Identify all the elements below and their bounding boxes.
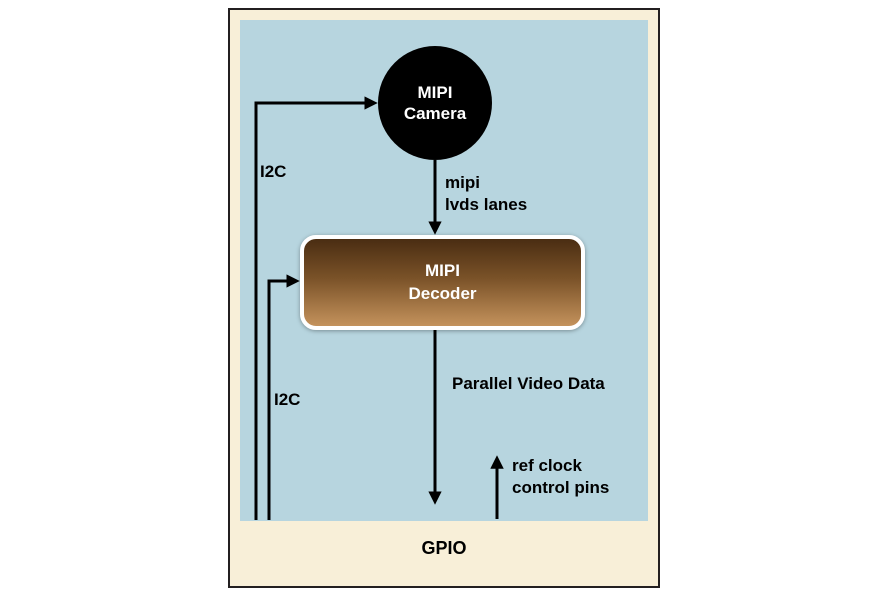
- mipi-lanes-line2: lvds lanes: [445, 195, 528, 215]
- parallel-video-data-label: Parallel Video Data: [452, 374, 605, 393]
- camera-label-line1: MIPI: [417, 82, 453, 102]
- i2c-decoder-label: I2C: [274, 390, 301, 409]
- diagram-frame: MIPI Camera MIPI Decoder I2C I2C mipi lv…: [228, 8, 660, 588]
- mipi-lanes-line1: mipi: [445, 173, 480, 192]
- chip-region: MIPI Camera MIPI Decoder I2C I2C mipi lv…: [240, 20, 648, 521]
- decoder-label-line1: MIPI: [425, 261, 460, 281]
- mipi-camera-node: MIPI Camera: [378, 46, 492, 160]
- mipi-lvds-lanes-label: mipi lvds lanes: [445, 172, 527, 216]
- ref-clock-line2: control pins: [512, 478, 610, 498]
- ref-clock-control-pins-label: ref clock control pins: [512, 455, 609, 499]
- mipi-decoder-node: MIPI Decoder: [300, 235, 585, 330]
- camera-label-line2: Camera: [403, 104, 467, 123]
- i2c-camera-label: I2C: [260, 162, 287, 181]
- wire-i2c-to-decoder: [267, 274, 300, 520]
- wires-layer: [254, 96, 504, 520]
- gpio-region-label: GPIO: [421, 538, 467, 558]
- wire-i2c-to-camera: [254, 96, 378, 520]
- decoder-label-line2: Decoder: [408, 283, 477, 303]
- ref-clock-line1: ref clock: [512, 456, 582, 475]
